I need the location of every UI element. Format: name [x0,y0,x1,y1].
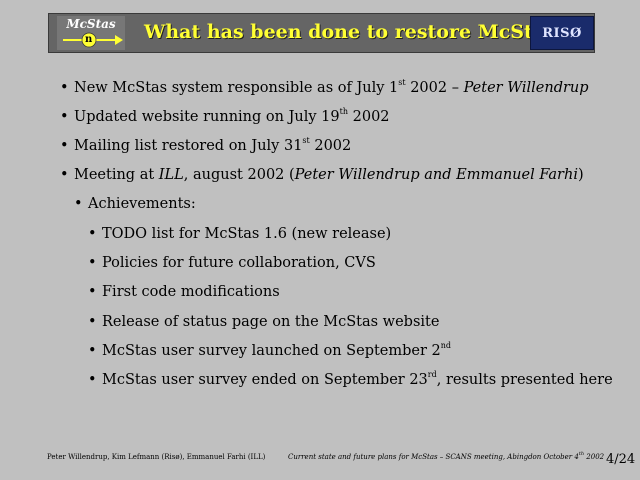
achievement-item: • McStas user survey launched on Septemb… [88,341,452,360]
bullet-4: • Meeting at ILL, august 2002 (Peter Wil… [60,167,584,183]
achievement-item: • TODO list for McStas 1.6 (new release) [88,226,392,242]
achievement-item: • Policies for future collaboration, CVS [88,255,376,271]
bullet-dot: • [88,284,97,300]
bullet-dot: • [74,196,83,212]
neutron-arrow-icon [63,32,123,48]
neutron-symbol: n [85,34,93,45]
footer-talk-info: Current state and future plans for McSta… [288,451,605,462]
bullet-dot: • [88,255,97,271]
footer-authors: Peter Willendrup, Kim Lefmann (Risø), Em… [47,453,266,461]
achievement-item: • Release of status page on the McStas w… [88,314,440,330]
mcstas-logo-text: McStas [66,17,116,31]
bullet-dot: • [60,167,69,183]
bullet-dot: • [88,226,97,242]
bullet-3: • Mailing list restored on July 31st 200… [60,136,352,155]
bullet-1: • New McStas system responsible as of Ju… [60,78,589,97]
achievement-item: • McStas user survey ended on September … [88,370,613,389]
bullet-dot: • [60,80,69,96]
slide-title: What has been done to restore McStas? [144,21,567,43]
achievements-heading: • Achievements: [74,196,196,212]
bullet-dot: • [60,138,69,154]
riso-logo: RISØ [530,16,594,50]
mcstas-logo: McStas n [57,16,125,50]
bullet-dot: • [88,314,97,330]
bullet-dot: • [60,109,69,125]
achievement-item: • First code modifications [88,284,280,300]
bullet-2: • Updated website running on July 19th 2… [60,107,390,126]
bullet-dot: • [88,372,97,388]
bullet-dot: • [88,343,97,359]
riso-logo-text: RISØ [542,26,582,41]
page-number: 4/24 [606,452,636,467]
slide-header: McStas n What has been done to restore M… [48,13,595,53]
